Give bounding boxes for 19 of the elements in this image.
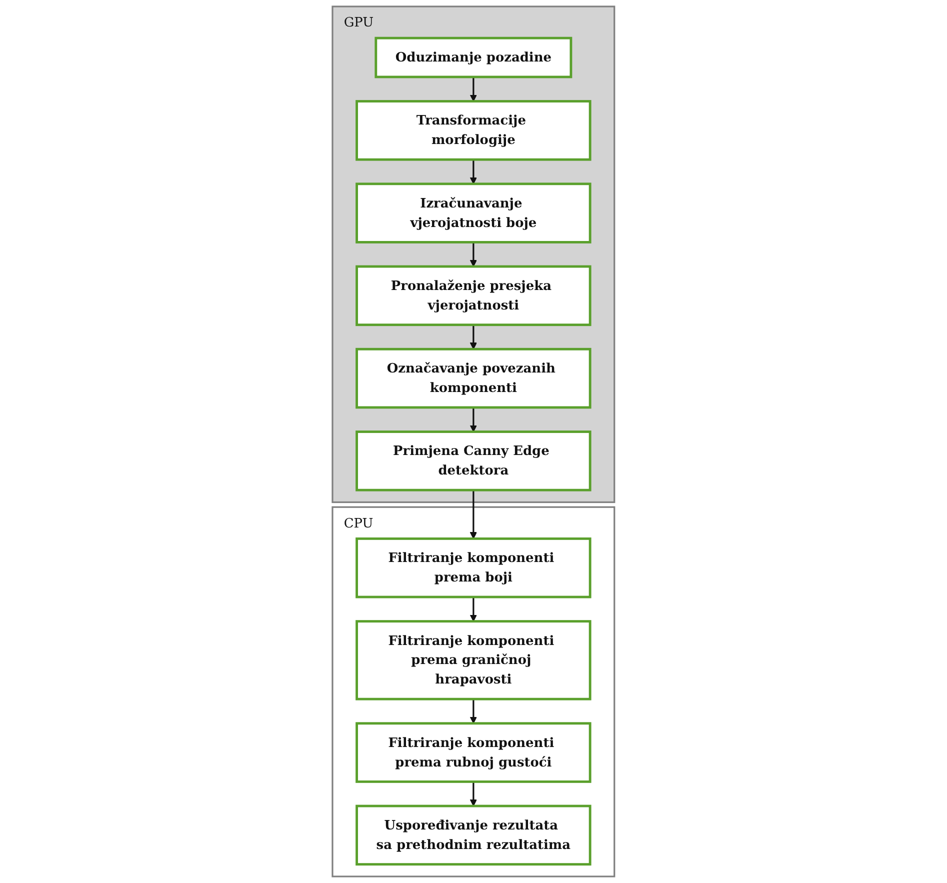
node-box: Oduzimanje pozadine	[374, 36, 572, 78]
node-box: Uspoređivanje rezultata sa prethodnim rezultatima	[356, 804, 592, 866]
node-box: Transformacije morfologije	[356, 100, 592, 161]
node-box: Pronalaženje presjeka vjerojatnosti	[356, 265, 592, 326]
node-box: Filtriranje komponenti prema graničnoj hrapavosti	[356, 620, 592, 700]
arrow	[470, 324, 478, 350]
arrow	[470, 76, 478, 102]
node-box: Izračunavanje vjerojatnosti boje	[356, 182, 592, 244]
arrow	[470, 782, 478, 806]
node-box: Označavanje povezanih komponenti	[356, 348, 592, 409]
arrow	[470, 242, 478, 267]
arrow	[470, 490, 478, 540]
arrow	[470, 160, 478, 184]
node-box: Filtriranje komponenti prema rubnoj gustoći	[356, 722, 592, 783]
arrow	[470, 407, 478, 432]
node-box: Filtriranje komponenti prema boji	[356, 537, 592, 598]
arrow	[470, 699, 478, 724]
arrow	[470, 597, 478, 622]
node-box: Primjena Canny Edge detektora	[356, 430, 592, 492]
